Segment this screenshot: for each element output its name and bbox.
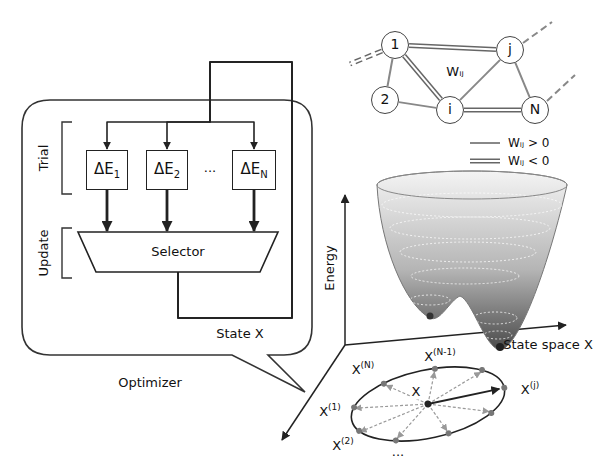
label-text: X <box>521 382 530 397</box>
graph-node: j <box>496 36 524 64</box>
dashed-stub <box>523 22 552 43</box>
connector <box>254 190 255 231</box>
label-text: ... <box>204 160 216 175</box>
landscape-rim <box>377 171 567 199</box>
energy-delta-box: ΔEN <box>232 150 276 190</box>
optimizer-label: Optimizer <box>118 376 182 391</box>
dashed-stub <box>350 51 382 64</box>
dashed-stub <box>547 75 575 101</box>
label-text: X <box>352 362 361 377</box>
energy-landscape <box>377 171 567 350</box>
connector <box>167 62 292 318</box>
ellipsis: ... <box>392 445 404 460</box>
connector <box>178 62 292 318</box>
node-label: Selector <box>151 244 204 259</box>
state-label: X(N-1) <box>424 347 456 364</box>
label-text: Wᵢⱼ <box>446 64 463 79</box>
graph-node: 1 <box>381 31 409 59</box>
neighbourhood <box>344 352 514 455</box>
node-text: ΔEN <box>240 161 267 180</box>
node-text: i <box>448 102 452 117</box>
node-label: ΔE <box>94 160 114 178</box>
contour-lines <box>382 193 562 339</box>
axis-label: State space X <box>503 338 593 353</box>
subscript: N <box>260 169 267 180</box>
connector <box>167 190 168 231</box>
graph-node: 2 <box>371 86 399 114</box>
state-label: X <box>411 385 422 400</box>
superscript: (2) <box>341 436 354 446</box>
node-text: 2 <box>381 92 390 107</box>
node-text: ΔE2 <box>154 161 180 180</box>
label-text: Optimizer <box>118 375 182 390</box>
node-label: 1 <box>391 36 400 52</box>
axis-label: Energy <box>323 245 338 291</box>
node-text: N <box>530 102 540 117</box>
label-text: State space X <box>503 337 593 352</box>
weight-label: Wᵢⱼ <box>446 65 463 80</box>
node-label: ΔE <box>154 160 174 178</box>
node-text: 1 <box>391 37 400 52</box>
label-text: Trial <box>36 145 51 172</box>
state-label: X(2) <box>332 436 354 453</box>
graph-node: N <box>521 96 549 124</box>
connector <box>107 62 292 318</box>
connector <box>399 102 436 108</box>
legend-row: Wᵢⱼ > 0 <box>468 134 549 152</box>
connector <box>404 56 441 100</box>
node-text: Selector <box>151 245 204 259</box>
superscript: (N-1) <box>433 347 456 357</box>
subscript: 1 <box>114 169 120 180</box>
energy-delta-box: ΔE2 <box>146 150 188 190</box>
label-text: X <box>332 438 341 453</box>
superscript: (N) <box>361 360 375 370</box>
connector <box>515 63 529 97</box>
connector <box>107 190 108 231</box>
state-label: State X <box>216 327 263 342</box>
connector <box>409 46 496 50</box>
connector <box>388 59 393 86</box>
label-text: ... <box>392 444 404 459</box>
state-label: X(1) <box>319 402 341 419</box>
connector <box>460 60 500 100</box>
energy-delta-box: ΔE1 <box>86 150 128 190</box>
phase-label: Update <box>37 229 52 276</box>
superscript: (j) <box>530 380 540 390</box>
legend-sample <box>468 138 502 148</box>
state-label: X(j) <box>521 380 539 397</box>
legend: Wᵢⱼ > 0 Wᵢⱼ < 0 <box>468 134 549 170</box>
superscript: (1) <box>328 402 341 412</box>
trial-bracket <box>62 122 72 194</box>
node-label: 2 <box>381 91 390 107</box>
state-label: X(N) <box>352 360 375 377</box>
selector-block: Selector <box>78 232 278 272</box>
node-text: ΔE1 <box>94 161 120 180</box>
depth-axis <box>282 345 345 440</box>
update-bracket <box>62 228 72 278</box>
legend-text: Wᵢⱼ > 0 <box>508 136 549 150</box>
node-label: i <box>448 101 452 117</box>
graph-node: i <box>436 96 464 124</box>
node-text: j <box>508 42 512 57</box>
label-text: X <box>412 384 421 399</box>
label-text: Update <box>36 229 51 276</box>
label-text: Energy <box>322 245 337 291</box>
local-minimum <box>427 313 434 320</box>
node-label: N <box>530 101 540 117</box>
node-label: ΔE <box>240 160 260 178</box>
dashed-stub <box>350 51 382 64</box>
phase-label: Trial <box>37 145 52 172</box>
node-label: j <box>508 41 512 57</box>
connector <box>464 110 521 111</box>
energy-axis <box>344 195 346 345</box>
label-text: X <box>424 349 433 364</box>
label-text: State X <box>216 326 263 341</box>
ellipsis: ... <box>204 161 216 176</box>
legend-sample <box>468 156 502 166</box>
legend-text: Wᵢⱼ < 0 <box>508 154 549 168</box>
legend-row: Wᵢⱼ < 0 <box>468 152 549 170</box>
subscript: 2 <box>174 169 180 180</box>
global-minimum <box>496 343 504 351</box>
label-text: X <box>319 404 328 419</box>
